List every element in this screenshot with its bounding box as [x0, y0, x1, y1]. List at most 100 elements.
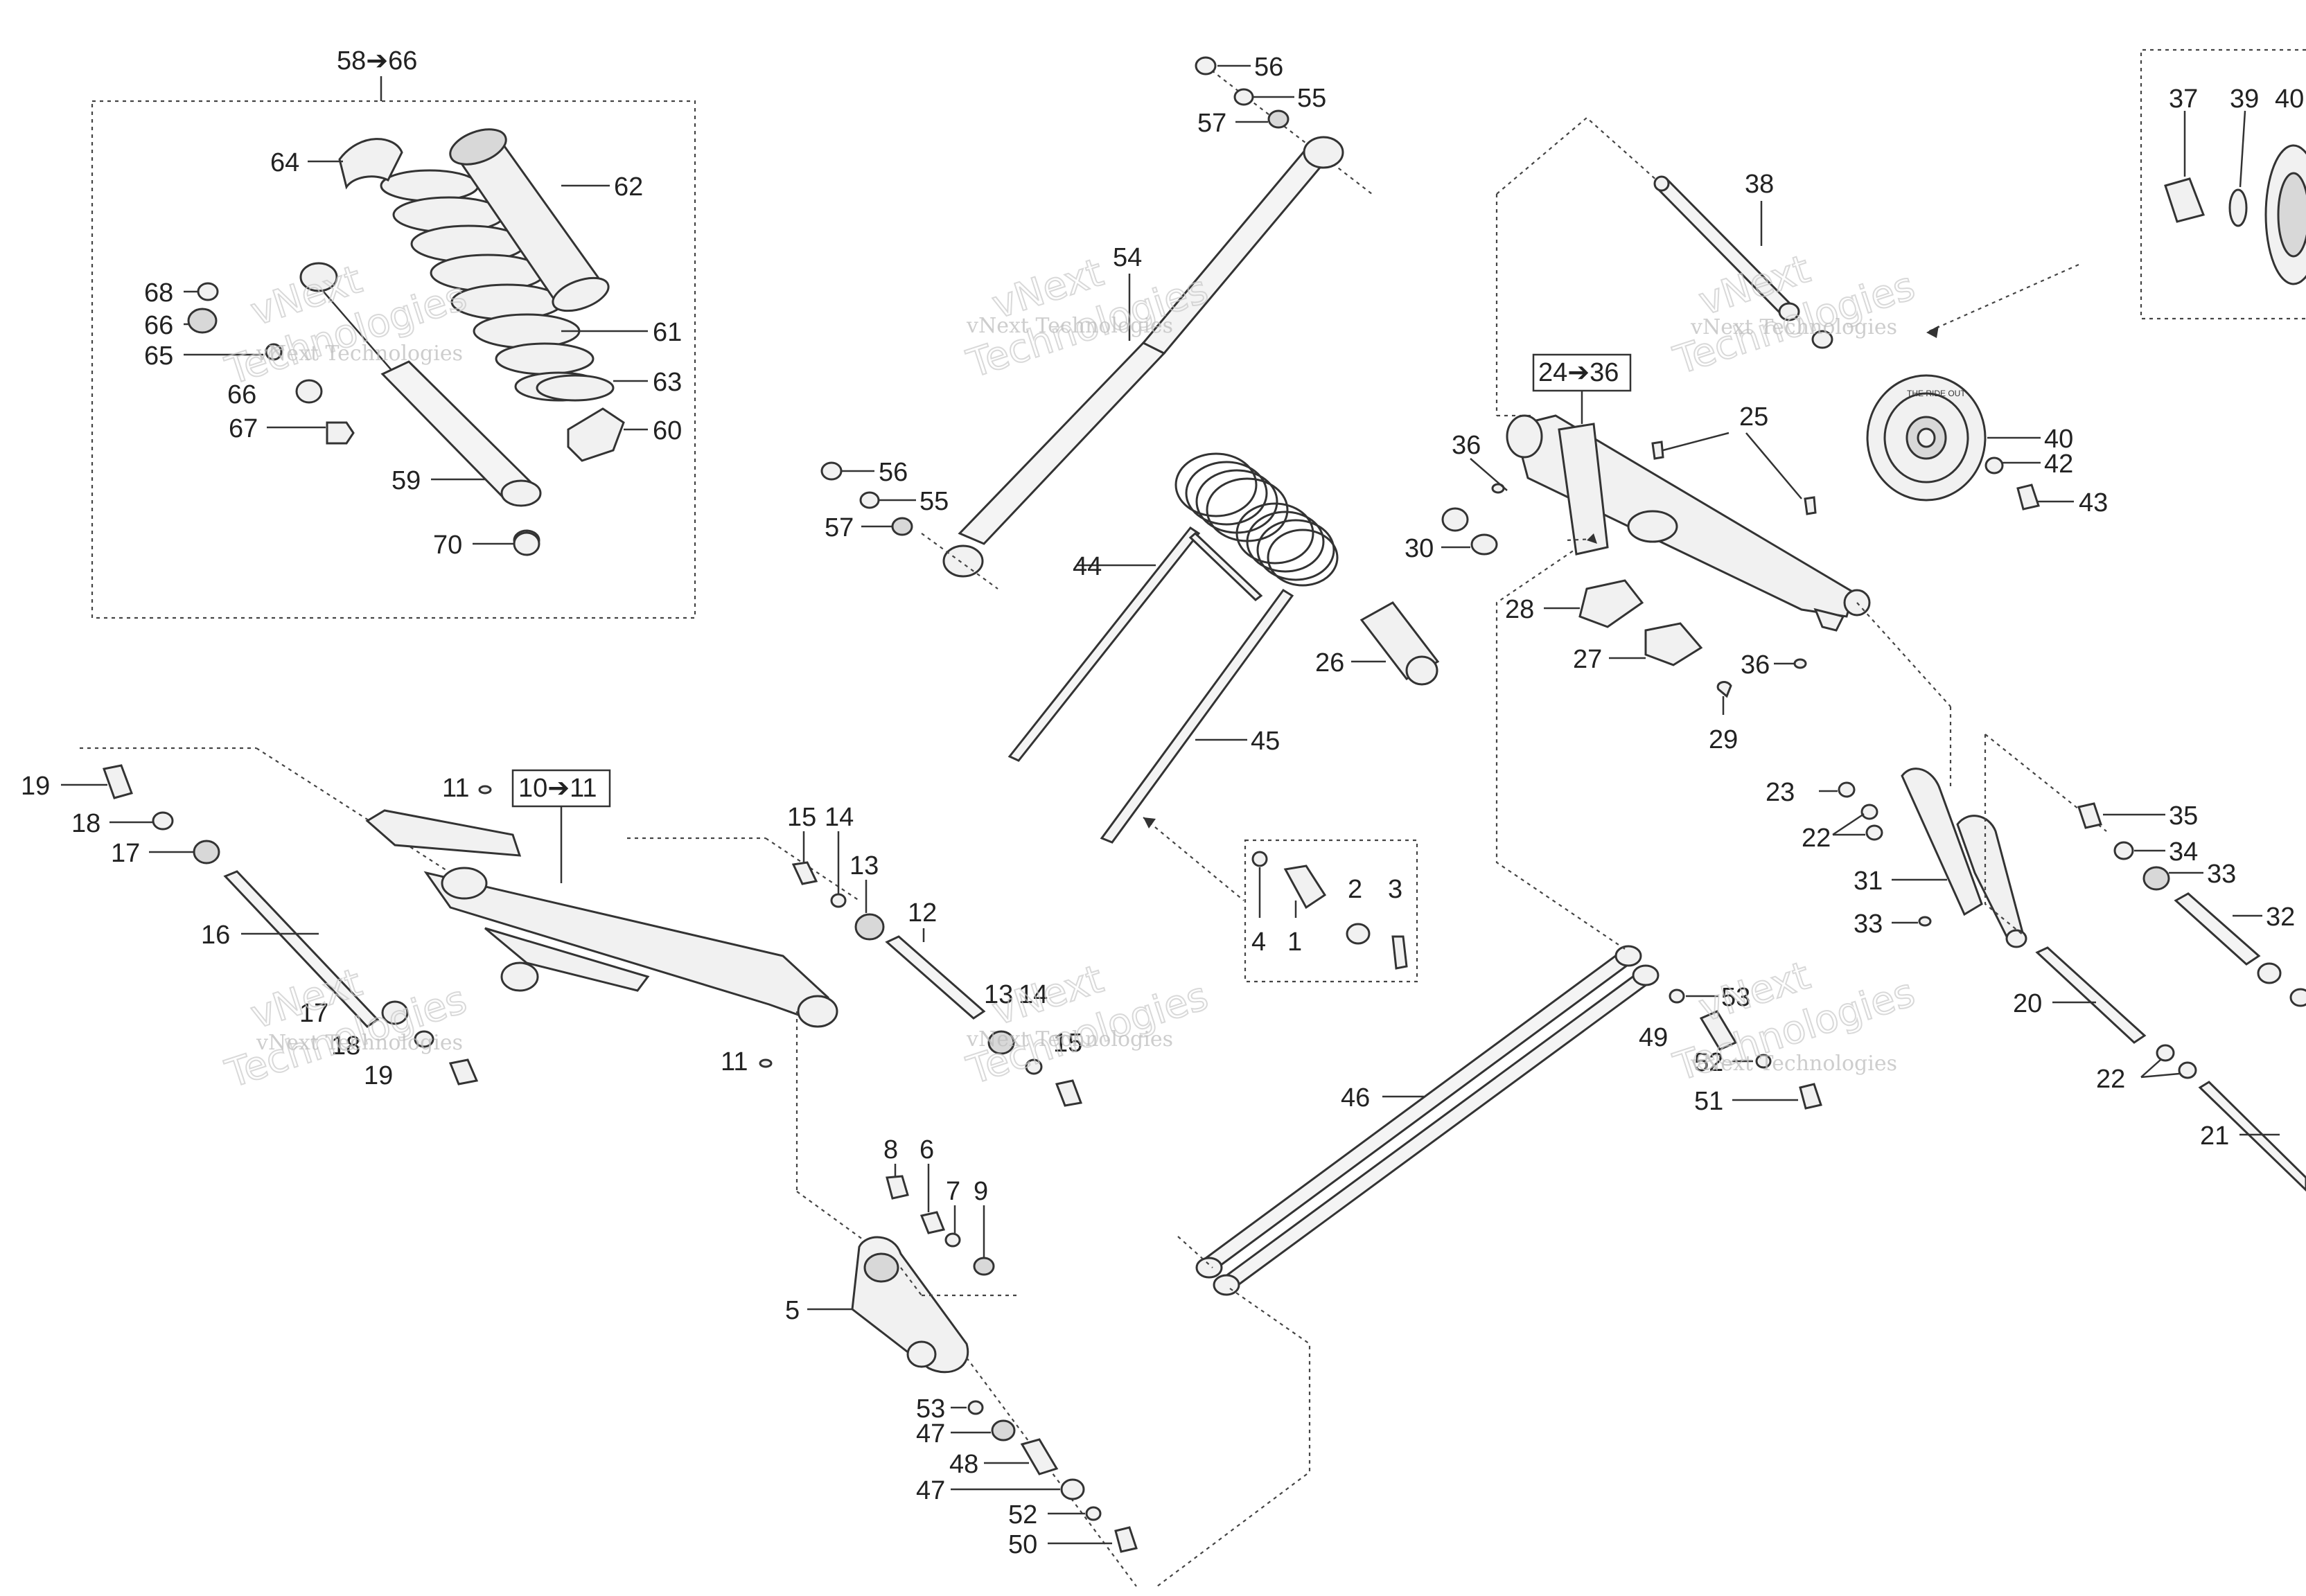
svg-text:vNext Technologies: vNext Technologies [1690, 315, 1897, 339]
washer-7 [944, 1232, 961, 1248]
long-link-46: 46 [1156, 536, 1660, 1587]
callout-57-bottom: 57 [825, 513, 854, 542]
sleeve-49 [1699, 1010, 1738, 1051]
idler-wheel-group: 37 39 40 THE RIDE OUT 40 42 43 [1866, 48, 2306, 517]
washer-53-upper [1669, 988, 1685, 1004]
washer-22-bottom-a [2156, 1044, 2175, 1062]
bushing-13-top [854, 913, 885, 941]
callout-49: 49 [1639, 1023, 1668, 1052]
svg-text:vNext Technologies: vNext Technologies [256, 1031, 463, 1055]
bushing-33 [2142, 866, 2170, 891]
nut-9 [973, 1257, 995, 1276]
washer-53-lower [967, 1400, 984, 1415]
bolt-56-bottom [820, 461, 843, 481]
callout-66-top: 66 [144, 311, 173, 340]
clip-29 [1716, 681, 1732, 698]
callout-15-top: 15 [787, 803, 816, 832]
spring-collar [536, 374, 615, 402]
bracket-31 [1901, 768, 1983, 916]
callout-19-lower: 19 [364, 1061, 393, 1090]
callout-27: 27 [1573, 645, 1602, 674]
washer-30 [1470, 533, 1498, 556]
block-28 [1578, 579, 1644, 628]
bolt-19 [103, 764, 133, 799]
callout-48: 48 [949, 1450, 978, 1479]
callout-11-top: 11 [442, 774, 469, 803]
callout-37: 37 [2169, 85, 2198, 114]
callout-22-top: 22 [1802, 824, 1831, 853]
callout-3: 3 [1388, 875, 1402, 904]
nut-57-top [1267, 109, 1290, 129]
callout-1: 1 [1287, 928, 1302, 957]
shock-reservoir [449, 128, 610, 312]
callout-2: 2 [1348, 875, 1362, 904]
sleeve-6 [919, 1211, 946, 1234]
callout-55-bottom: 55 [919, 487, 949, 516]
wheel-brand-text: THE RIDE OUT [1907, 389, 1966, 398]
callout-21: 21 [2200, 1121, 2229, 1151]
callout-18-lower: 18 [331, 1031, 360, 1061]
callout-51: 51 [1694, 1087, 1723, 1116]
bolt-51 [1799, 1083, 1822, 1110]
svg-text:vNext Technologies: vNext Technologies [256, 342, 463, 366]
nut-30 [1441, 507, 1469, 532]
washer-23 [1838, 781, 1856, 798]
callout-26: 26 [1315, 648, 1344, 677]
bushing-17-lower [381, 1000, 409, 1025]
axle-12-group: 15 14 13 12 13 14 15 [627, 803, 1083, 1107]
callout-30: 30 [1405, 534, 1434, 563]
callout-52-lower: 52 [1008, 1500, 1037, 1530]
callout-38: 38 [1745, 170, 1774, 199]
plug-33-left [1918, 916, 1932, 927]
callout-56-bottom: 56 [879, 458, 908, 487]
stopper-parts-group: 4 1 2 3 [1244, 839, 1418, 983]
callout-29: 29 [1709, 725, 1738, 754]
callout-55-top: 55 [1297, 84, 1326, 113]
callout-18-left: 18 [71, 809, 100, 838]
screw-25-left [1651, 441, 1664, 460]
group-label-shock: 58➔66 [337, 46, 417, 76]
callout-8: 8 [883, 1135, 898, 1164]
svg-text:vNext Technologies: vNext Technologies [1690, 1052, 1897, 1076]
callout-59: 59 [391, 466, 421, 495]
callout-60: 60 [653, 416, 682, 445]
bolt-43 [2016, 484, 2040, 511]
coil-spring [380, 169, 603, 402]
idler-wheel-40: THE RIDE OUT [1866, 374, 1987, 502]
callout-53-upper: 53 [1721, 983, 1750, 1012]
callout-52-upper: 52 [1694, 1048, 1723, 1077]
callout-70: 70 [433, 531, 462, 560]
callout-5: 5 [785, 1296, 800, 1325]
bushing-66-bottom [295, 379, 323, 404]
washer-18 [152, 811, 174, 831]
washer-42 [1984, 456, 2004, 475]
bolt-56-top [1195, 56, 1217, 76]
callout-17-left: 17 [111, 839, 140, 868]
bushing-66-top [187, 308, 218, 334]
washer-52-upper [1755, 1054, 1772, 1069]
bolt-50 [1114, 1526, 1138, 1553]
callout-61: 61 [653, 318, 682, 347]
callout-46: 46 [1341, 1083, 1370, 1112]
bolt-35 [2077, 802, 2102, 829]
shaft-38: 38 [1653, 170, 1833, 349]
front-arm-group: 24➔36 25 36 36 30 28 27 29 [1405, 116, 1952, 790]
callout-50: 50 [1008, 1530, 1037, 1559]
bushing-70 [513, 531, 540, 556]
callout-34: 34 [2169, 837, 2198, 867]
bolt-15-bottom [1055, 1079, 1083, 1107]
callout-15-bottom: 15 [1053, 1029, 1082, 1058]
nut-57-bottom [891, 517, 913, 536]
sleeve-65 [265, 343, 283, 361]
callout-19-left: 19 [21, 772, 50, 801]
center-link-rod: 56 55 57 54 56 55 57 [820, 53, 1373, 589]
callout-57-top: 57 [1197, 109, 1226, 138]
bushing-47-upper [991, 1419, 1016, 1442]
callout-53-lower: 53 [916, 1394, 945, 1424]
stopper-1 [1283, 864, 1327, 910]
lower-link-group: 5 8 6 7 9 53 47 48 47 52 50 [785, 1011, 1138, 1587]
callout-66-bottom: 66 [227, 380, 256, 409]
svg-text:vNext Technologies: vNext Technologies [966, 1027, 1173, 1052]
washer-55-bottom [859, 491, 880, 509]
